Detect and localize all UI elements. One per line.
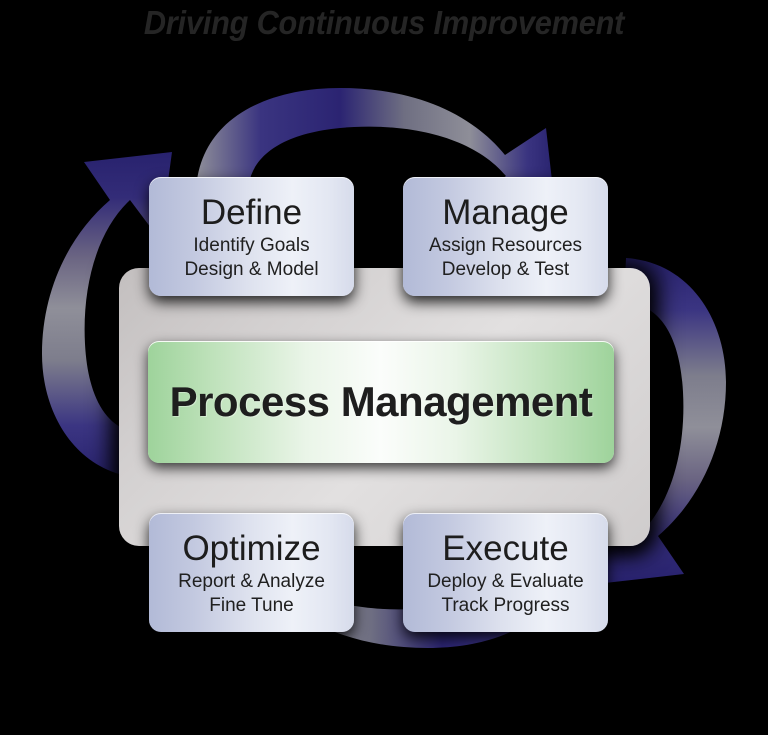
stage-line2-execute: Track Progress (441, 595, 570, 616)
stage-box-define[interactable]: Define Identify Goals Design & Model (149, 177, 354, 296)
stage-line2-define: Design & Model (184, 259, 319, 280)
stage-line2-optimize: Fine Tune (209, 595, 294, 616)
stage-box-optimize[interactable]: Optimize Report & Analyze Fine Tune (149, 513, 354, 632)
page-title: Driving Continuous Improvement (143, 4, 625, 41)
curved-arrow-right-icon (196, 88, 556, 216)
center-process-management-box[interactable]: Process Management (148, 341, 614, 463)
stage-line1-manage: Assign Resources (428, 235, 583, 256)
stage-title-optimize: Optimize (182, 529, 321, 568)
stage-title-execute: Execute (442, 529, 569, 568)
stage-line1-define: Identify Goals (193, 235, 310, 256)
stage-line2-manage: Develop & Test (441, 259, 570, 280)
stage-box-manage[interactable]: Manage Assign Resources Develop & Test (403, 177, 608, 296)
stage-line1-execute: Deploy & Evaluate (427, 571, 584, 592)
stage-box-execute[interactable]: Execute Deploy & Evaluate Track Progress (403, 513, 608, 632)
curved-arrow-down-icon (596, 258, 726, 584)
center-box-label: Process Management (169, 378, 593, 425)
curved-arrow-up-icon (42, 152, 172, 478)
stage-title-manage: Manage (442, 193, 569, 232)
stage-title-define: Define (200, 193, 303, 232)
stage-line1-optimize: Report & Analyze (178, 571, 325, 592)
